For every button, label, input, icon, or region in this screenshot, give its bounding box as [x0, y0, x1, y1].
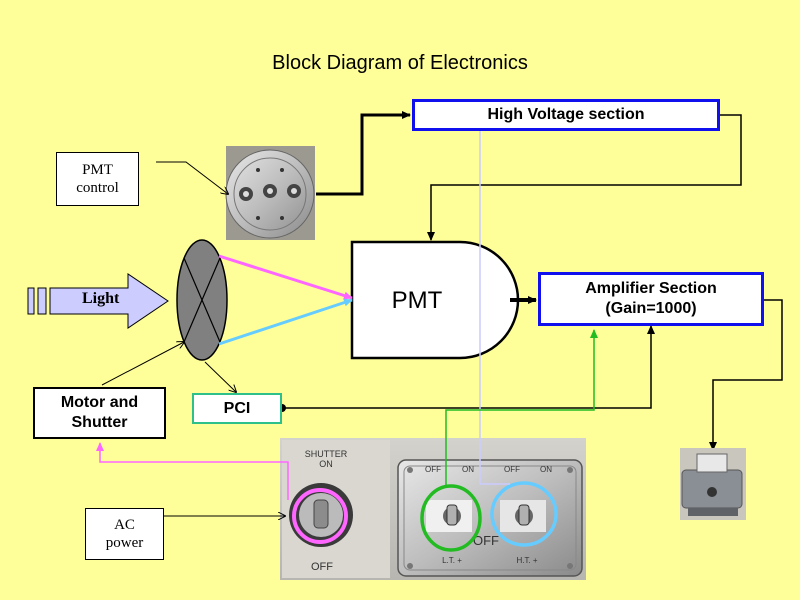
pci-label: PCI: [223, 399, 251, 417]
connector-amplifier-to-output: [709, 299, 783, 451]
page-title: Block Diagram of Electronics: [272, 52, 528, 74]
chopper-wheel: [176, 239, 228, 361]
connector-control-to-hv: [316, 111, 411, 196]
shutter-label-line1: SHUTTER: [305, 449, 348, 459]
motor-label-line1: Motor and: [60, 394, 139, 411]
panel-text: SHUTTER ON OFF OFF ON OFF ON OFF L.T. + …: [305, 449, 552, 573]
control-panel-photo: [280, 438, 586, 580]
shutter-switch-highlight: [292, 488, 348, 544]
pmt-label: PMT: [392, 287, 443, 314]
pmt-block: [350, 240, 520, 360]
output-device-photo: [680, 448, 746, 520]
ac-power-label-line1: AC: [114, 517, 135, 533]
ht-switch-highlight: [490, 481, 558, 547]
pmt-control-photo: [225, 146, 315, 240]
shutter-off-label: OFF: [311, 561, 333, 573]
connector-lt-switch-to-amplifier: [445, 329, 598, 486]
connector-motor-to-chopper: [101, 342, 184, 386]
high-voltage-label: High Voltage section: [487, 106, 645, 123]
motor-shutter-block: Motor and Shutter: [33, 387, 166, 439]
lt-label: L.T. +: [442, 556, 462, 565]
switch2-on-label: ON: [540, 465, 552, 474]
ht-label: H.T. +: [516, 556, 537, 565]
connector-label-to-control: [156, 161, 228, 194]
connector-hv-to-pmt: [427, 114, 742, 241]
pmt-control-label-line2: control: [76, 180, 119, 196]
beam-reference: [218, 254, 353, 300]
amplifier-block: Amplifier Section (Gain=1000): [538, 272, 764, 326]
pmt-control-label-line1: PMT: [82, 162, 113, 178]
switch2-off-label: OFF: [504, 465, 520, 474]
connector-chopper-to-pci: [204, 361, 236, 392]
pci-block: PCI: [192, 393, 282, 424]
switch1-on-label: ON: [462, 465, 474, 474]
pmt-control-block: PMT control: [56, 152, 139, 206]
lt-switch-highlight: [420, 484, 482, 552]
ac-power-block: AC power: [85, 508, 164, 560]
beam-sample: [218, 298, 353, 346]
light-input-arrow: [27, 273, 169, 329]
light-label: Light: [82, 290, 120, 307]
high-voltage-block: High Voltage section: [412, 99, 720, 131]
shutter-label-line2: ON: [319, 459, 333, 469]
ac-power-label-line2: power: [105, 535, 144, 551]
amplifier-label-line1: Amplifier Section: [585, 280, 717, 297]
connector-shutter-switch-to-motor: [96, 442, 289, 500]
amplifier-label-line2: (Gain=1000): [605, 300, 697, 317]
switch1-off-label: OFF: [425, 465, 441, 474]
motor-label-line2: Shutter: [71, 414, 128, 431]
connector-pci-to-amplifier: [282, 325, 655, 409]
switch-lower-off-label: OFF: [473, 533, 499, 548]
